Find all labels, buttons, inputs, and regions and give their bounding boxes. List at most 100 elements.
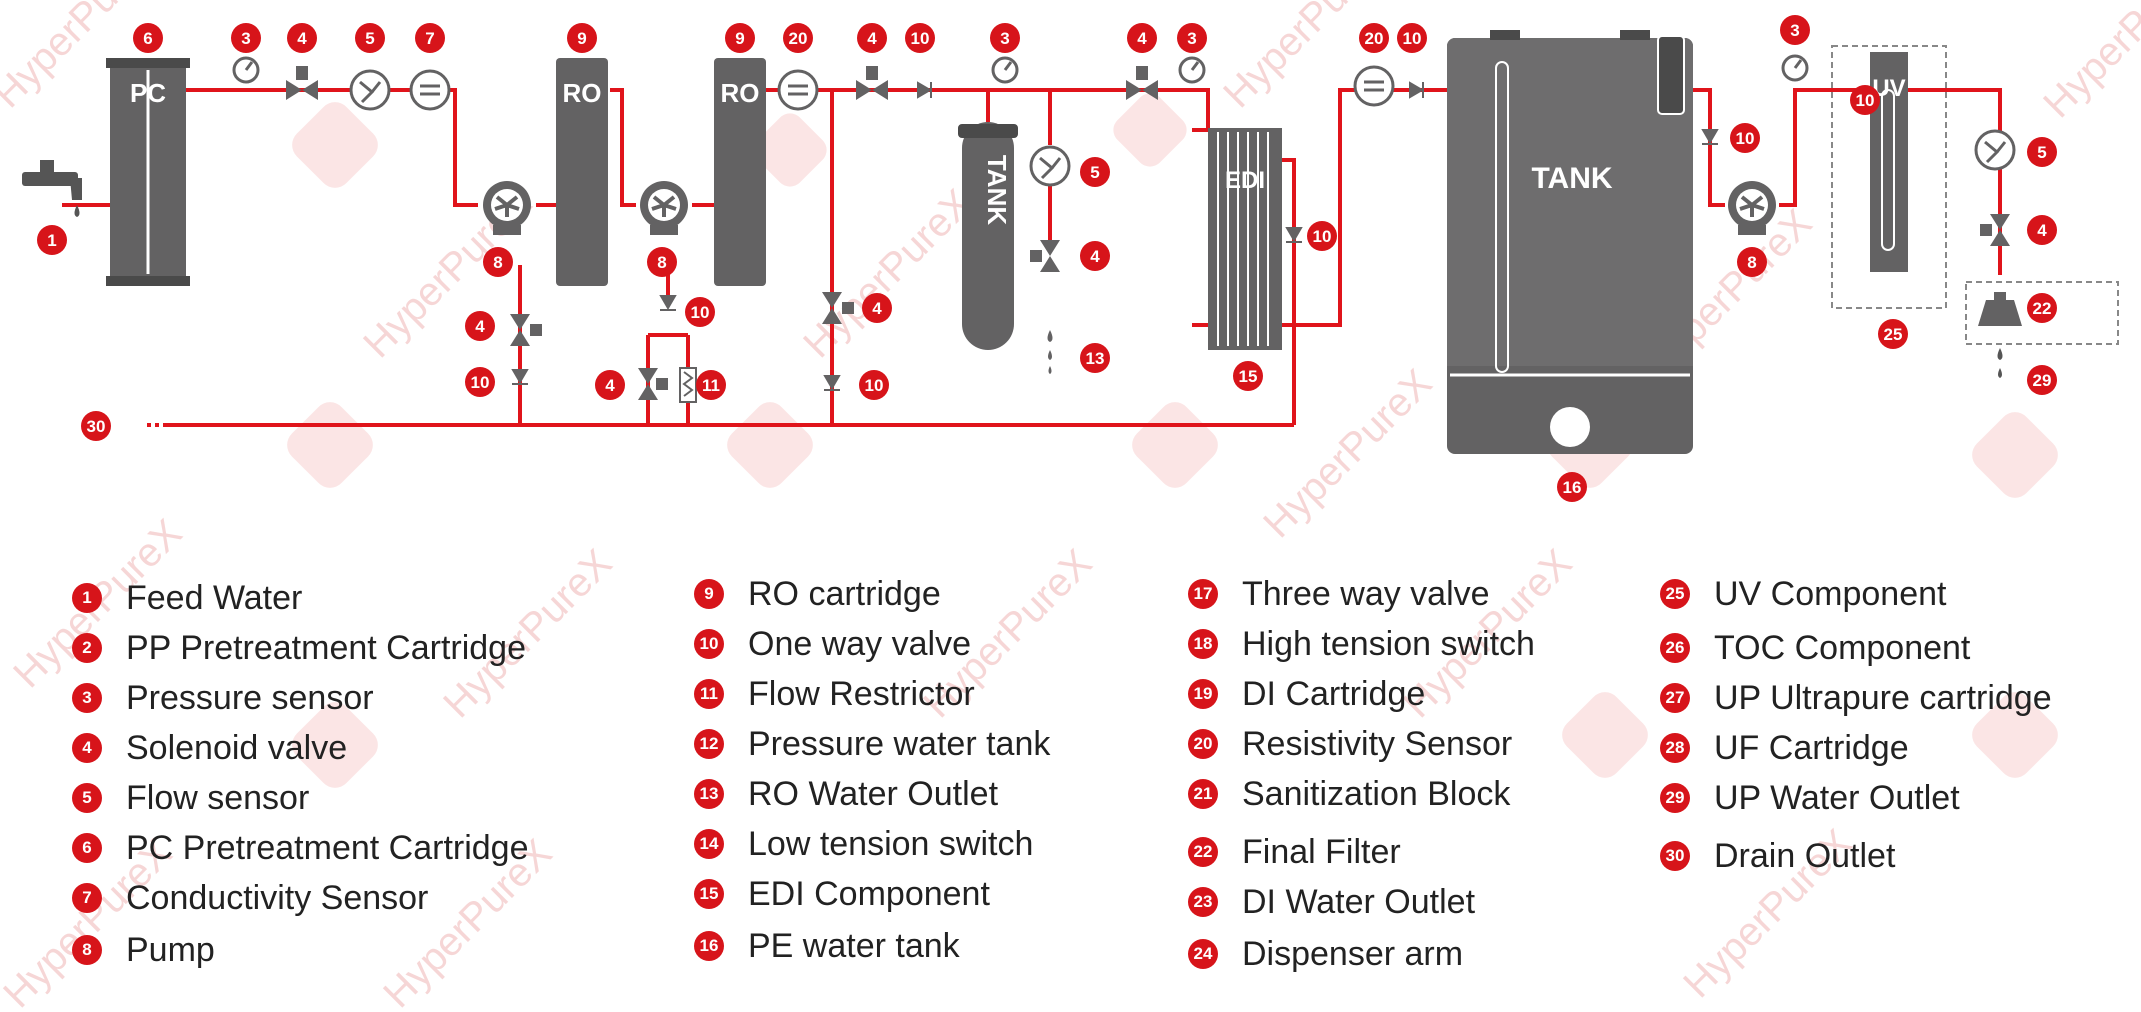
- callout-badge-circle: [1737, 247, 1767, 277]
- callout-badge-number: 1: [47, 231, 56, 250]
- legend-item: 13 RO Water Outlet: [694, 774, 998, 814]
- legend-number: 23: [1188, 887, 1218, 917]
- callout-badge-circle: [990, 23, 1020, 53]
- callout-badge: 11: [696, 370, 726, 400]
- callout-badge-circle: [1127, 23, 1157, 53]
- flow-sensor-icon: [349, 69, 2016, 187]
- ro-cartridge-1: RO: [556, 58, 608, 286]
- faucet-icon: [22, 160, 82, 217]
- callout-badge: 3: [990, 23, 1020, 53]
- legend-label: UF Cartridge: [1714, 728, 1909, 767]
- ro2-label: RO: [721, 78, 760, 108]
- legend-number: 1: [72, 583, 102, 613]
- callout-badge-circle: [287, 23, 317, 53]
- callout-badge-number: 20: [789, 29, 808, 48]
- callout-badge: 30: [81, 411, 111, 441]
- callout-badge-number: 3: [241, 29, 250, 48]
- conductivity-sensor-icon: [409, 65, 1395, 111]
- callout-badge-number: 4: [867, 29, 877, 48]
- callout-badge-circle: [1233, 361, 1263, 391]
- legend-item: 30 Drain Outlet: [1660, 836, 1895, 876]
- watermark-text: HyperPureX: [2035, 0, 2141, 126]
- callout-badge-number: 5: [365, 29, 374, 48]
- callout-badge-number: 10: [691, 303, 710, 322]
- legend-label: Conductivity Sensor: [126, 878, 429, 917]
- watermark-text: HyperPureX: [1255, 361, 1440, 546]
- pump-icon: [1728, 181, 1776, 235]
- legend-number: 13: [694, 779, 724, 809]
- uv-component: UV: [1831, 45, 1947, 309]
- callout-badge-circle: [465, 311, 495, 341]
- callout-badge-circle: [1080, 157, 1110, 187]
- legend-number: 19: [1188, 679, 1218, 709]
- legend-number: 22: [1188, 837, 1218, 867]
- callout-badge: 9: [725, 23, 755, 53]
- callout-badge: 10: [685, 297, 715, 327]
- callout-badge: 13: [1080, 343, 1110, 373]
- legend-number: 6: [72, 833, 102, 863]
- legend-label: Drain Outlet: [1714, 836, 1896, 875]
- callout-badge-number: 10: [1313, 227, 1332, 246]
- callout-badge: 10: [905, 23, 935, 53]
- callout-badge: 29: [2027, 365, 2057, 395]
- callout-badge-number: 6: [143, 29, 152, 48]
- legend-number: 5: [72, 783, 102, 813]
- callout-badge: 10: [1307, 221, 1337, 251]
- callout-badge-circle: [647, 247, 677, 277]
- callout-badge-circle: [2027, 137, 2057, 167]
- callout-badge-circle: [2027, 293, 2057, 323]
- callout-badge-number: 30: [87, 417, 106, 436]
- legend-label: RO Water Outlet: [748, 774, 999, 813]
- callout-badge-circle: [862, 293, 892, 323]
- callout-badge: 6: [133, 23, 163, 53]
- pump-icon: [640, 181, 688, 235]
- legend-number: 24: [1188, 939, 1218, 969]
- callout-badge-circle: [567, 23, 597, 53]
- callout-badge-number: 22: [2033, 299, 2052, 318]
- callout-badge-circle: [1850, 85, 1880, 115]
- callout-badge: 5: [1080, 157, 1110, 187]
- pipe-edi-to-petank: [1282, 88, 1455, 327]
- legend-number: 18: [1188, 629, 1218, 659]
- callout-badge: 3: [231, 23, 261, 53]
- callout-badge-circle: [725, 23, 755, 53]
- edi-label: EDI: [1225, 167, 1265, 194]
- callout-badge-number: 10: [471, 373, 490, 392]
- callout-badge-circle: [1878, 319, 1908, 349]
- legend-label: Resistivity Sensor: [1242, 724, 1513, 763]
- pipe-pc-to-pump1: [186, 88, 478, 207]
- legend-number: 26: [1660, 633, 1690, 663]
- callout-badge: 4: [862, 293, 892, 323]
- pressure-water-tank: TANK: [958, 122, 1018, 350]
- legend-label: EDI Component: [748, 874, 990, 913]
- legend-number: 14: [694, 829, 724, 859]
- callout-badge-number: 3: [1187, 29, 1196, 48]
- legend-item: 10 One way valve: [694, 624, 971, 664]
- callout-badge-circle: [81, 411, 111, 441]
- callout-badge-circle: [1080, 343, 1110, 373]
- legend-label: One way valve: [748, 624, 971, 663]
- legend-number: 10: [694, 629, 724, 659]
- callout-badge-number: 16: [1563, 478, 1582, 497]
- callout-badge-number: 10: [865, 376, 884, 395]
- callout-badge: 4: [1127, 23, 1157, 53]
- callout-badge-circle: [483, 247, 513, 277]
- callout-badge: 3: [1780, 15, 1810, 45]
- flow-restrictor-icon: [679, 367, 697, 403]
- callout-badge-number: 8: [493, 253, 502, 272]
- legend-number: 8: [72, 935, 102, 965]
- edi-component: EDI: [1208, 128, 1282, 350]
- legend-label: Flow Restrictor: [748, 674, 975, 713]
- legend-number: 30: [1660, 841, 1690, 871]
- callout-badge-number: 4: [872, 299, 882, 318]
